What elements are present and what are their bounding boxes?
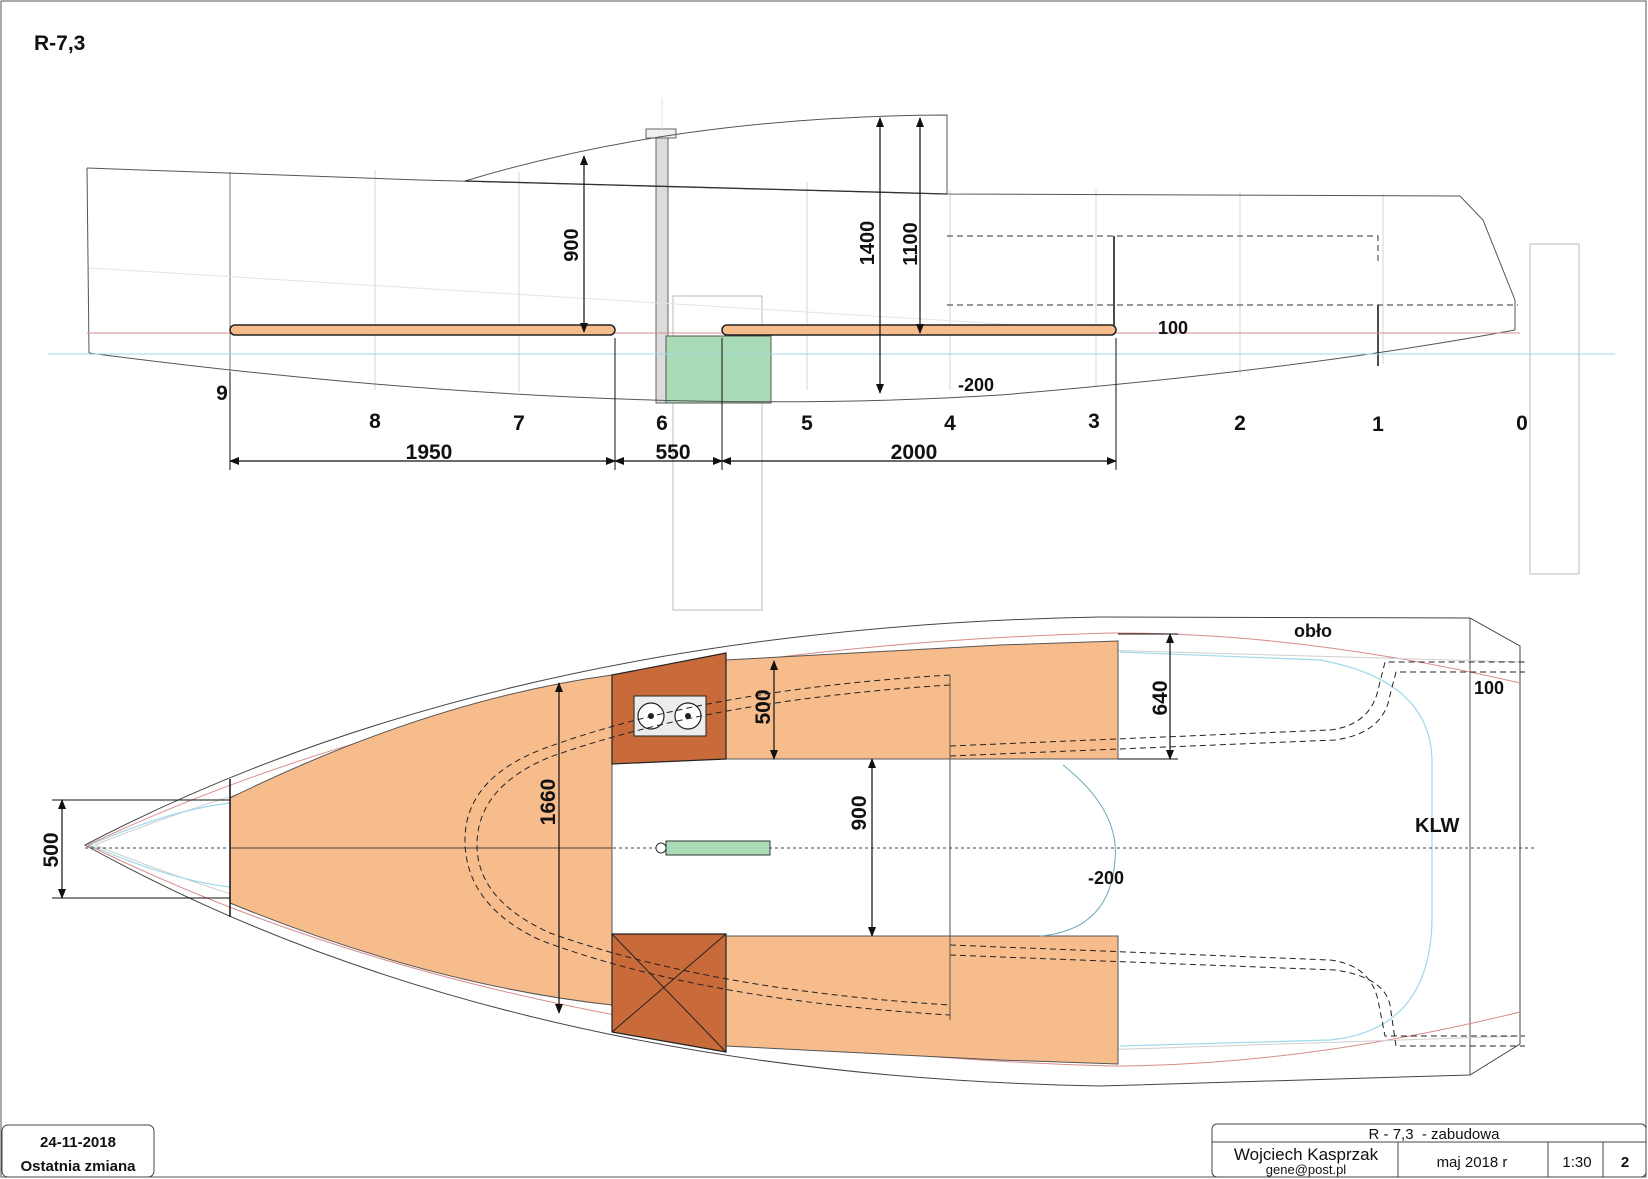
station-labels: 9 8 7 6 5 4 3 2 1 0 [216,382,1528,436]
level-plus-100: 100 [1158,318,1188,338]
mast-cap [645,128,677,139]
station-label: 6 [656,412,668,435]
cabin-roof [464,114,948,194]
issue-date: maj 2018 r [1437,1154,1508,1171]
drawing-title: R - 7,3 - zabudowa [1369,1126,1501,1143]
label-klw: KLW [1415,815,1460,837]
cockpit-well [1039,764,1116,937]
last-change-date: 24-11-2018 [40,1134,116,1151]
station-label: 7 [513,412,525,435]
author-name: Wojciech Kasprzak [1234,1145,1379,1164]
dim-1400: 1400 [857,221,879,266]
title-block: R - 7,3 - zabudowa Wojciech Kasprzak gen… [1211,1123,1647,1178]
station-label: 0 [1516,412,1528,435]
keel-box [665,335,772,404]
station-label: 1 [1372,413,1384,436]
side-view: 900 1400 1100 100 -200 9 8 7 6 5 4 3 2 1… [48,98,1615,611]
inner-outline-dashed [464,674,951,1016]
level-minus-200: -200 [958,375,994,395]
cabinet-cross [611,933,727,1053]
dim-1950: 1950 [406,441,453,464]
dim-2000: 2000 [891,441,938,464]
keel-fin-outline [672,295,763,611]
label-minus-200: -200 [1088,868,1124,888]
dim-640: 640 [1149,680,1172,715]
station-grid [374,170,1384,392]
dim-900-plan: 900 [848,795,871,830]
station-label: 2 [1234,412,1246,435]
hull-transom [86,167,90,354]
berth-aft [229,324,616,336]
plan-view: 500 1660 500 900 640 obło 100 KLW -200 [40,616,1535,1087]
table-board [665,840,771,856]
settee-starboard [725,935,1119,1065]
dim-500: 500 [752,689,775,724]
berth-area-plan [229,674,613,1006]
dim-1660: 1660 [537,779,560,826]
sheet-title: R-7,3 [34,32,85,55]
dim-1100: 1100 [900,222,922,265]
deck-outline [83,616,1521,1087]
station-label: 9 [216,382,228,405]
forepeak-outline [947,235,1518,306]
label-oblo: obło [1294,621,1332,641]
station-label: 5 [801,412,813,435]
last-change-caption: Ostatnia zmiana [20,1158,136,1175]
label-plus-100: 100 [1474,678,1504,698]
drawing-scale: 1:30 [1562,1154,1591,1171]
cockpit-outline-dashed [949,661,1525,1047]
dim-bow-500: 500 [40,832,63,867]
rudder-outline [1529,243,1580,575]
station-label: 8 [369,410,381,433]
author-email: gene@post.pl [1266,1162,1347,1177]
station-label: 4 [944,412,956,435]
station-label: 3 [1088,410,1100,433]
hull-sheer [86,167,1516,301]
sheet-number: 2 [1621,1154,1629,1171]
dim-550: 550 [655,441,690,464]
settee-port [725,640,1119,760]
last-change-box: 24-11-2018 Ostatnia zmiana [1,1124,155,1178]
dim-900: 900 [561,228,583,261]
berth-forward [721,324,1117,336]
hull-keel-line [88,329,1516,403]
waterline-plan [89,651,1433,1047]
